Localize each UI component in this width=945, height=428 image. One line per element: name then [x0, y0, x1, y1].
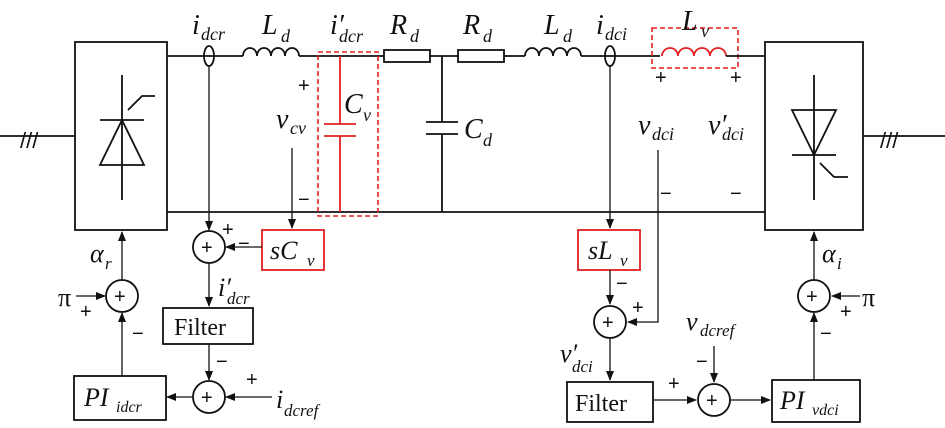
label-cv: C — [344, 89, 363, 120]
sign-sum-filter-right-plus: + — [668, 373, 680, 395]
block-slv-label: sL — [588, 236, 613, 265]
sign-pi-right-plus: + — [840, 301, 852, 323]
label-rd-right-sub: d — [483, 26, 493, 46]
block-pi-idcr-sub: idcr — [116, 399, 143, 416]
label-i-dcref: i — [276, 385, 283, 414]
label-v-dcref: v — [686, 307, 698, 336]
label-rd-right: R — [462, 10, 480, 41]
label-v-dci-prime-fb: v′ — [560, 339, 578, 368]
label-lv-sub: v — [701, 21, 709, 41]
resistor-rd-left — [383, 49, 431, 63]
block-scv — [261, 229, 325, 271]
signal-vdci — [627, 150, 659, 326]
label-v-dci-prime-sub: dci — [722, 124, 744, 144]
sum-symbol: + — [706, 390, 718, 412]
label-v-dci-sub: dci — [652, 124, 674, 144]
label-cd: C — [464, 114, 483, 145]
block-filter-left-label: Filter — [174, 315, 226, 341]
label-pi-right: π — [862, 283, 875, 312]
sum-symbol: + — [602, 312, 614, 334]
resistor-rd-right — [457, 49, 505, 63]
label-v-dci-prime-fb-sub: dci — [572, 357, 593, 376]
inductor-ld-left — [242, 47, 300, 57]
label-v-cv: v — [276, 104, 289, 135]
sign-sum-filter-minus: − — [216, 351, 228, 373]
ac-three-phase-right: /// — [880, 128, 899, 153]
label-rd-left-sub: d — [410, 26, 420, 46]
rectifier-converter — [74, 41, 168, 231]
virtual-capacitor-box — [317, 51, 379, 217]
block-slv-sub: v — [620, 251, 628, 270]
block-filter-right — [566, 381, 654, 423]
label-i-dcr-prime-fb-sub: dcr — [227, 289, 250, 308]
label-i-dcr-prime: i′ — [330, 10, 345, 41]
label-i-dcr-prime-sub: dcr — [339, 26, 364, 46]
label-i-dcr-prime-fb: i′ — [218, 273, 231, 302]
sum-symbol: + — [201, 387, 213, 409]
label-cd-sub: d — [483, 130, 493, 150]
block-scv-sub: v — [307, 251, 315, 270]
label-ld-left-sub: d — [281, 26, 291, 46]
label-v-dci-prime: v′ — [708, 110, 727, 141]
label-alpha-i-sub: i — [837, 254, 842, 273]
virtual-capacitor-cv — [324, 56, 356, 212]
label-ld-right-sub: d — [563, 26, 573, 46]
sign-vdci-minus: − — [660, 183, 672, 205]
sign-vdci-prime-plus: + — [730, 67, 742, 89]
block-scv-label: sC — [270, 236, 298, 265]
sign-sum-pi-left-minus: − — [132, 323, 144, 345]
block-pi-vdci — [771, 379, 861, 423]
sign-pi-left-plus: + — [80, 301, 92, 323]
sign-sum-ref-plus: + — [246, 369, 258, 391]
label-ld-left: L — [261, 10, 278, 41]
sign-sum-vdci-plus: + — [632, 297, 644, 319]
block-slv — [577, 229, 641, 271]
virtual-inductor-box — [651, 27, 739, 69]
sign-sum-idcr-plus: + — [222, 219, 234, 241]
label-i-dcr: i — [192, 10, 200, 41]
ac-three-phase-left: /// — [20, 128, 39, 153]
block-filter-right-label: Filter — [575, 391, 627, 417]
sum-symbol: + — [201, 237, 213, 259]
capacitor-cd — [426, 56, 458, 212]
inverter-converter — [764, 41, 864, 231]
block-pi-vdci-sub: vdci — [812, 402, 839, 419]
sum-symbol: + — [806, 286, 818, 308]
label-ld-right: L — [543, 10, 560, 41]
block-filter-left — [162, 307, 254, 345]
label-i-dcref-sub: dcref — [284, 401, 321, 420]
block-pi-idcr-label: PI — [83, 383, 110, 412]
label-alpha-i: α — [822, 239, 837, 268]
inductor-ld-right — [524, 47, 582, 57]
sign-sum-pi-right-minus: − — [820, 323, 832, 345]
sign-vcv-plus: + — [298, 75, 310, 97]
label-i-dci: i — [596, 10, 604, 41]
virtual-inductor-lv — [661, 47, 727, 57]
label-v-cv-sub: cv — [290, 118, 306, 138]
label-i-dci-sub: dci — [605, 24, 627, 44]
sign-sum-vdcref-minus: − — [696, 351, 708, 373]
sum-symbol: + — [114, 286, 126, 308]
label-alpha-r-sub: r — [105, 254, 112, 273]
label-lv: L — [681, 6, 698, 37]
label-rd-left: R — [389, 10, 407, 41]
label-v-dcref-sub: dcref — [700, 321, 737, 340]
label-i-dcr-sub: dcr — [201, 24, 226, 44]
label-cv-sub: v — [363, 105, 371, 125]
sign-vcv-minus: − — [298, 189, 310, 211]
label-pi-left: π — [58, 283, 71, 312]
label-alpha-r: α — [90, 239, 105, 268]
block-pi-vdci-label: PI — [779, 386, 806, 415]
block-pi-idcr — [73, 375, 167, 421]
sign-vdci-plus: + — [655, 67, 667, 89]
sign-sum-scv-minus: − — [238, 233, 250, 255]
sign-vdci-prime-minus: − — [730, 183, 742, 205]
label-v-dci: v — [638, 110, 651, 141]
sign-sum-slv-minus: − — [616, 273, 628, 295]
